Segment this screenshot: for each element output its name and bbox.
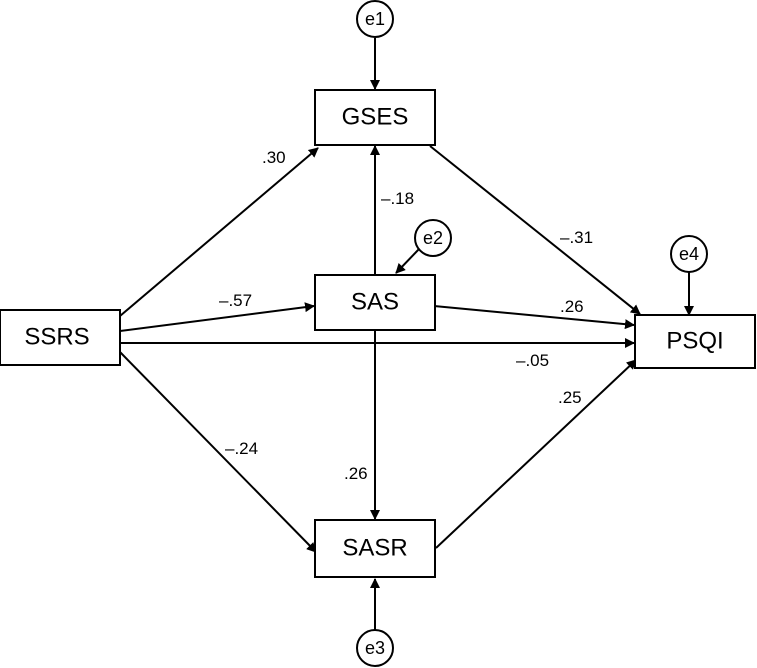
node-sas: SAS: [314, 274, 436, 331]
coef-sas-psqi: .26: [560, 297, 584, 316]
node-ssrs: SSRS: [0, 309, 121, 366]
edge-sas-psqi: [433, 305, 635, 330]
coef-ssrs-sas: –.57: [219, 291, 252, 310]
edge-ssrs-sas: [119, 302, 315, 332]
edge-sasr-psqi: [435, 359, 637, 549]
coef-ssrs-sasr: –.24: [225, 439, 258, 458]
node-sas-label: SAS: [351, 288, 399, 315]
error-e4-label: e4: [679, 244, 699, 264]
edge-ssrs-gses: [119, 147, 319, 317]
error-e2: e2: [414, 219, 452, 257]
edge-e2-sas: [395, 247, 421, 274]
coef-ssrs-psqi: –.05: [516, 351, 549, 370]
coef-sasr-psqi: .25: [558, 388, 582, 407]
error-e3: e3: [356, 629, 394, 667]
edge-ssrs-sasr: [119, 351, 317, 553]
node-psqi: PSQI: [634, 314, 756, 369]
node-psqi-label: PSQI: [666, 327, 723, 354]
node-gses-label: GSES: [342, 103, 409, 130]
error-e2-label: e2: [423, 228, 443, 248]
node-ssrs-label: SSRS: [24, 323, 89, 350]
node-gses: GSES: [314, 89, 436, 146]
coef-gses-psqi: –.31: [560, 228, 593, 247]
error-e3-label: e3: [365, 638, 385, 658]
coef-sas-sasr: .26: [344, 464, 368, 483]
coef-ssrs-gses: .30: [262, 148, 286, 167]
error-e4: e4: [670, 235, 708, 273]
error-e1: e1: [356, 0, 394, 38]
node-sasr: SASR: [314, 519, 436, 578]
coef-sas-gses: –.18: [381, 189, 414, 208]
node-sasr-label: SASR: [342, 534, 407, 561]
edge-gses-psqi: [429, 145, 641, 315]
error-e1-label: e1: [365, 9, 385, 29]
